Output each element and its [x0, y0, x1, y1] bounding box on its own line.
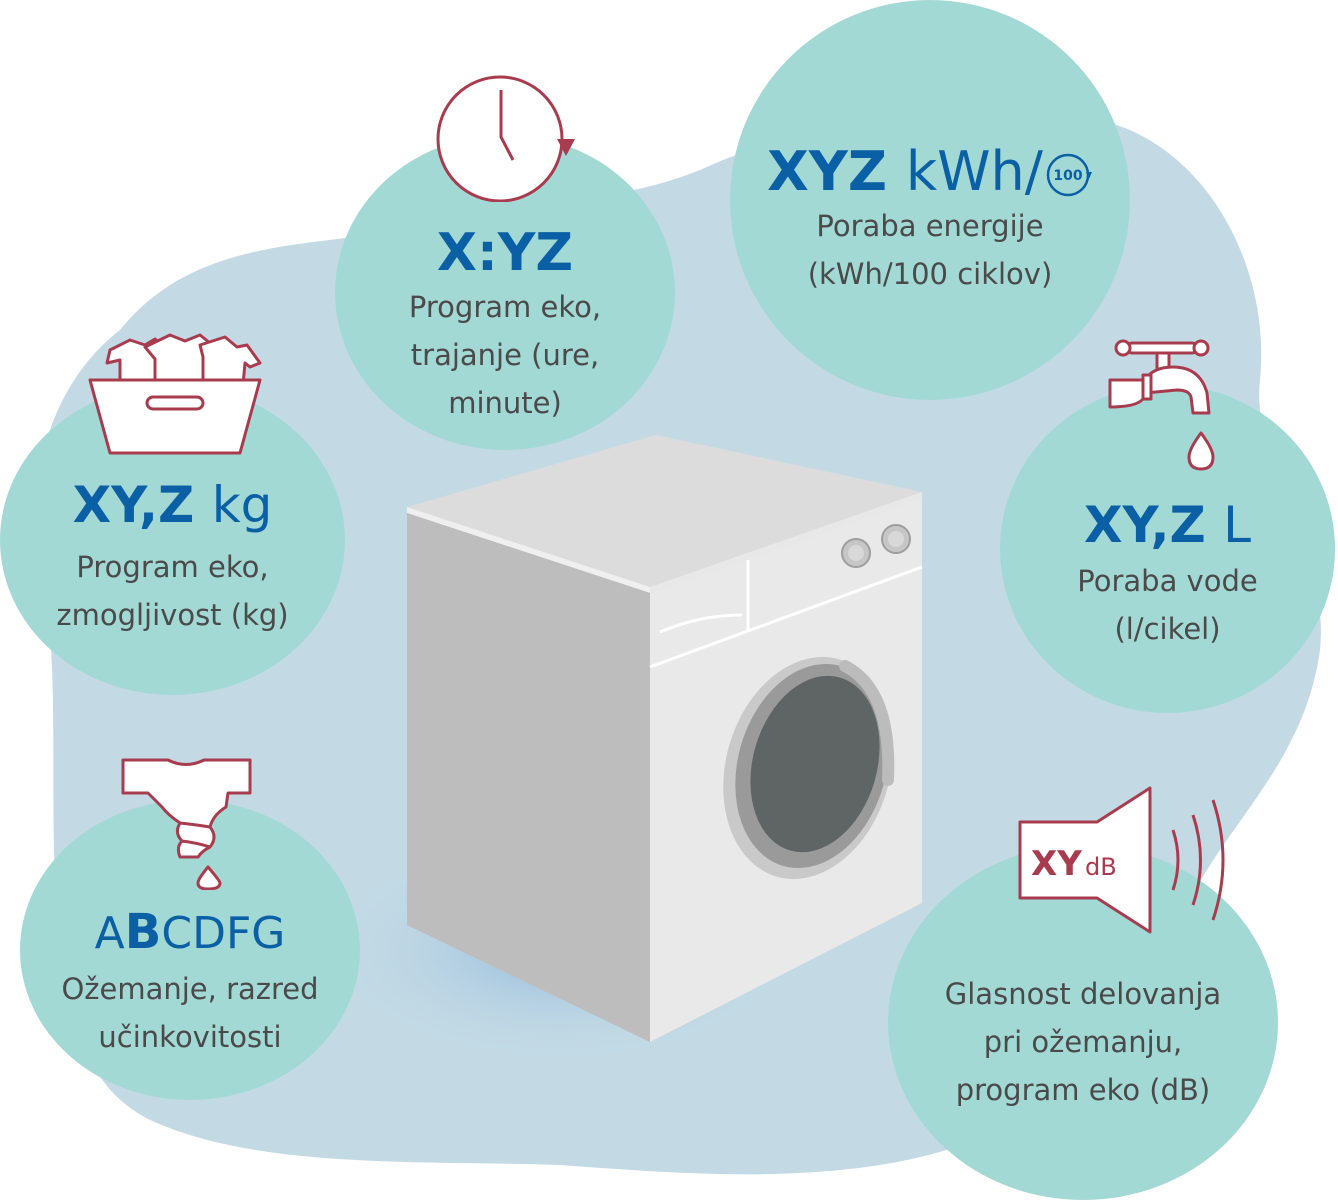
water-circle: XY,Z L Poraba vode (l/cikel) — [1000, 385, 1335, 713]
speaker-value: XY — [1031, 844, 1082, 884]
spin-description: Ožemanje, razred učinkovitosti — [61, 972, 319, 1054]
cycle-badge: 100 — [1053, 168, 1082, 184]
capacity-value: XY,Z kg — [72, 476, 273, 534]
energy-value: XYZ kWh/100 — [730, 145, 1130, 200]
capacity-description: Program eko, zmogljivost (kg) — [56, 550, 289, 632]
noise-description: Glasnost delovanja pri ožemanju, program… — [944, 977, 1222, 1107]
washing-machine — [407, 435, 923, 1042]
duration-description: Program eko, trajanje (ure, minute) — [408, 290, 602, 420]
clock-icon — [436, 75, 575, 202]
spin-class-scale: ABCDFG — [94, 904, 286, 960]
cycle-icon: 100 — [1046, 154, 1092, 197]
speaker-unit: dB — [1085, 853, 1117, 881]
noise-circle: Glasnost delovanja pri ožemanju, program… — [888, 845, 1278, 1200]
water-description: Poraba vode (l/cikel) — [1077, 564, 1258, 646]
wringing-shirt-icon — [121, 758, 252, 890]
energy-description: Poraba energije (kWh/100 ciklov) — [807, 209, 1053, 291]
water-tap-icon — [1108, 339, 1215, 471]
duration-value: X:YZ — [436, 223, 574, 283]
water-value: XY,Z L — [1083, 496, 1251, 554]
speaker-icon: XY dB — [1018, 786, 1225, 934]
energy-circle: XYZ kWh/100 Poraba energije (kWh/100 cik… — [730, 0, 1130, 400]
laundry-basket-icon — [88, 333, 262, 455]
